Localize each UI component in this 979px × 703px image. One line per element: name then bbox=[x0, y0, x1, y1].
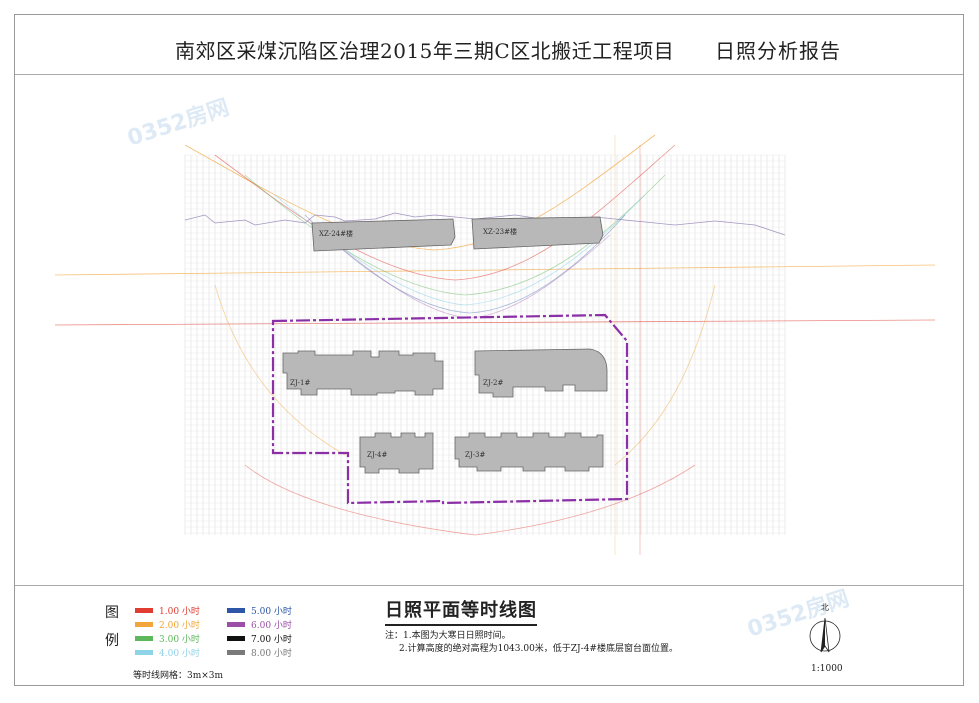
building-label-zj-4: ZJ-4# bbox=[367, 451, 387, 459]
legend-swatch bbox=[227, 650, 245, 655]
project-title: 南郊区采煤沉陷区治理2015年三期C区北搬迁工程项目 bbox=[175, 39, 675, 63]
contour-line bbox=[214, 284, 346, 456]
legend-item: 5.00 小时 bbox=[227, 604, 292, 617]
legend-swatch bbox=[227, 608, 245, 613]
legend-swatch bbox=[135, 636, 153, 641]
analysis-grid bbox=[184, 154, 786, 535]
drawing-sheet: 南郊区采煤沉陷区治理2015年三期C区北搬迁工程项目 日照分析报告 bbox=[14, 14, 964, 686]
building-xz-24 bbox=[311, 218, 456, 252]
building-label-zj-2: ZJ-2# bbox=[483, 379, 503, 387]
red-line-boundary bbox=[271, 313, 629, 505]
report-title: 日照分析报告 bbox=[715, 39, 841, 63]
building-label-xz-24: XZ-24#楼 bbox=[319, 229, 353, 238]
diagram-title: 日照平面等时线图 bbox=[385, 596, 537, 626]
contour-line bbox=[54, 319, 936, 326]
legend-and-notes: 图 例 1.00 小时 2.00 小时 3.00 小时 4.00 小时 5.00 小时 6… bbox=[15, 585, 963, 687]
contour-line bbox=[54, 264, 936, 276]
legend-label: 2.00 小时 bbox=[159, 621, 200, 631]
legend-swatch bbox=[227, 622, 245, 627]
legend-heading-tu: 图 bbox=[105, 605, 119, 621]
north-arrow: 北 bbox=[805, 602, 845, 653]
buildings-layer bbox=[282, 216, 608, 474]
legend-label: 7.00 小时 bbox=[251, 635, 292, 645]
contour-line bbox=[184, 134, 656, 251]
building-zj-1 bbox=[282, 350, 444, 396]
contour-line bbox=[214, 144, 676, 281]
legend-label: 6.00 小时 bbox=[251, 621, 292, 631]
sunlight-contours bbox=[54, 134, 936, 555]
north-label: 北 bbox=[821, 603, 829, 612]
legend-label: 5.00 小时 bbox=[251, 607, 292, 617]
building-zj-2 bbox=[474, 348, 608, 398]
building-zj-4 bbox=[359, 432, 434, 474]
building-label-xz-23: XZ-23#楼 bbox=[483, 227, 517, 236]
legend-label: 8.00 小时 bbox=[251, 649, 292, 659]
legend-item: 4.00 小时 bbox=[135, 646, 200, 659]
notes: 注：1.本图为大寒日日照时间。 2.计算高度的绝对高程为1043.00米，低于Z… bbox=[385, 630, 678, 656]
site-plan: XZ-24#楼 XZ-23#楼 ZJ-1# ZJ-2# ZJ-4# ZJ-3# … bbox=[15, 75, 963, 585]
legend-label: 1.00 小时 bbox=[159, 607, 200, 617]
building-labels: XZ-24#楼 XZ-23#楼 ZJ-1# ZJ-2# ZJ-4# ZJ-3# bbox=[290, 227, 517, 459]
grid-note: 等时线网格：3m×3m bbox=[133, 671, 224, 681]
legend-swatch bbox=[135, 650, 153, 655]
legend-label: 4.00 小时 bbox=[159, 649, 200, 659]
contour-line bbox=[614, 284, 716, 466]
legend-swatch bbox=[227, 636, 245, 641]
north-arrow-icon bbox=[809, 617, 841, 653]
sunlight-contour-plan: XZ-24#楼 XZ-23#楼 ZJ-1# ZJ-2# ZJ-4# ZJ-3# bbox=[54, 134, 936, 555]
legend-swatch bbox=[135, 622, 153, 627]
legend-item: 2.00 小时 bbox=[135, 618, 200, 631]
note-line-2: 2.计算高度的绝对高程为1043.00米，低于ZJ-4#楼底层窗台面位置。 bbox=[399, 644, 678, 654]
note-line-1: 注：1.本图为大寒日日照时间。 bbox=[385, 631, 511, 641]
building-label-zj-1: ZJ-1# bbox=[290, 379, 310, 387]
scale-label: 1:1000 bbox=[811, 664, 843, 674]
contour-line bbox=[244, 464, 696, 536]
legend-item: 1.00 小时 bbox=[135, 604, 200, 617]
building-label-zj-3: ZJ-3# bbox=[465, 451, 485, 459]
building-xz-23 bbox=[471, 216, 604, 250]
legend-item: 8.00 小时 bbox=[227, 646, 292, 659]
legend-label: 3.00 小时 bbox=[159, 635, 200, 645]
title-bar: 南郊区采煤沉陷区治理2015年三期C区北搬迁工程项目 日照分析报告 bbox=[15, 15, 963, 75]
legend-item: 7.00 小时 bbox=[227, 632, 292, 645]
building-zj-3 bbox=[454, 432, 604, 472]
site-outline bbox=[184, 212, 786, 236]
contour-line bbox=[304, 214, 626, 314]
legend-swatch bbox=[135, 608, 153, 613]
contour-line bbox=[244, 174, 666, 296]
legend-item: 3.00 小时 bbox=[135, 632, 200, 645]
legend-item: 6.00 小时 bbox=[227, 618, 292, 631]
legend-heading-li: 例 bbox=[105, 633, 119, 649]
